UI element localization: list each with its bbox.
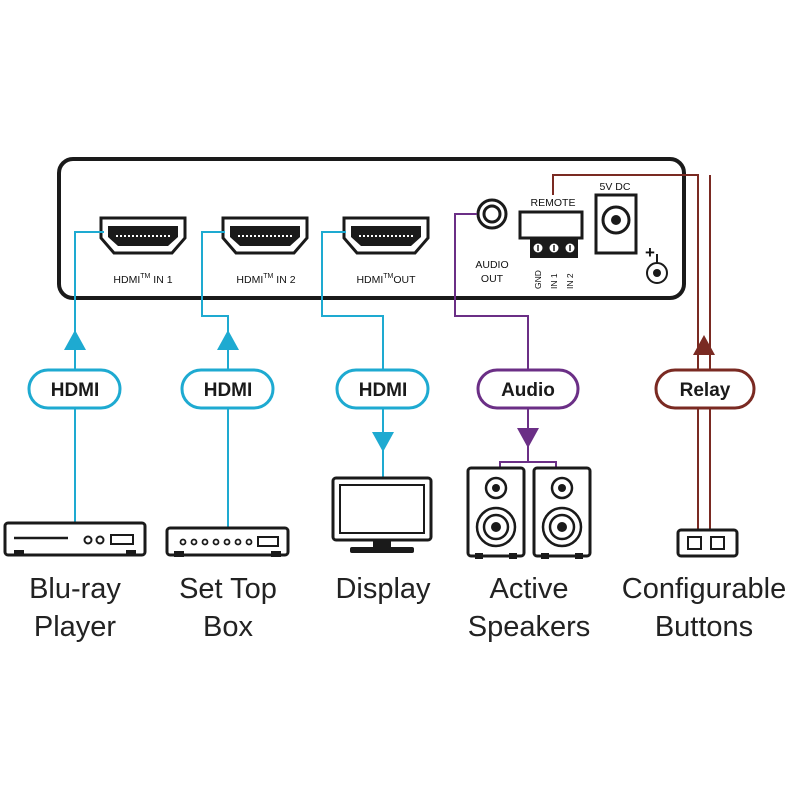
set-top-box-caption: Set Top Box [153, 570, 303, 646]
remote-pin-gnd: GND [533, 270, 543, 289]
hdmi-in-1-port [99, 216, 187, 255]
settop-caption-line1: Set Top [179, 573, 277, 605]
hdmi-in-1-label: HDMITM IN 1 [113, 273, 172, 286]
bluray-caption-line2: Player [33, 611, 117, 643]
display-caption-line1: Display [335, 573, 431, 605]
hdmi-3-cable-label: HDMI [335, 368, 430, 410]
relay-cable-label: Relay [654, 368, 756, 410]
hdmi-in-2-label: HDMITM IN 2 [236, 273, 295, 286]
speaker-right-icon [532, 466, 592, 559]
bluray-caption-line1: Blu-ray [29, 573, 121, 605]
audio-out-label-line1: AUDIO [475, 259, 508, 271]
audio-cable [454, 213, 557, 468]
remote-label: REMOTE [531, 197, 576, 209]
audio-out-label-line2: OUT [481, 273, 504, 285]
svg-text:HDMI: HDMI [51, 380, 100, 401]
polarity-plus-sign: + [645, 243, 655, 262]
svg-text:HDMI: HDMI [359, 380, 408, 401]
relay-cable [552, 174, 715, 530]
power-jack [594, 193, 638, 255]
hdmi-in-2-port [221, 216, 309, 255]
hdmi-1-cable-label: HDMI [27, 368, 122, 410]
settop-caption-line2: Box [203, 611, 253, 643]
configurable-buttons-caption: Configurable Buttons [608, 570, 800, 646]
set-top-box-icon [165, 526, 290, 557]
configurable-buttons-icon [676, 528, 739, 558]
remote-pin-in2: IN 2 [565, 273, 575, 289]
polarity-icon [646, 254, 668, 284]
display-icon [331, 476, 433, 553]
hdmi-2-cable-label: HDMI [180, 368, 275, 410]
svg-text:HDMI: HDMI [204, 380, 253, 401]
audio-cable-label: Audio [476, 368, 580, 410]
buttons-caption-line2: Buttons [654, 611, 754, 643]
speakers-caption-line2: Speakers [467, 611, 591, 643]
bluray-player-caption: Blu-ray Player [0, 570, 150, 646]
display-caption: Display [308, 570, 458, 608]
hdmi-out-port [342, 216, 430, 255]
hdmi-cable-1 [64, 231, 104, 523]
bluray-player-icon [3, 521, 147, 557]
hdmi-out-label: HDMITMOUT [356, 273, 416, 286]
speakers-caption-line1: Active [489, 573, 569, 605]
buttons-caption-line1: Configurable [621, 573, 787, 605]
svg-text:Audio: Audio [501, 380, 555, 401]
svg-text:Relay: Relay [680, 380, 731, 401]
power-label: 5V DC [600, 181, 631, 193]
remote-terminal-block [518, 210, 584, 258]
audio-out-jack [476, 198, 508, 230]
active-speakers-caption: Active Speakers [454, 570, 604, 646]
remote-pin-in1: IN 1 [549, 273, 559, 289]
speaker-left-icon [466, 466, 526, 559]
